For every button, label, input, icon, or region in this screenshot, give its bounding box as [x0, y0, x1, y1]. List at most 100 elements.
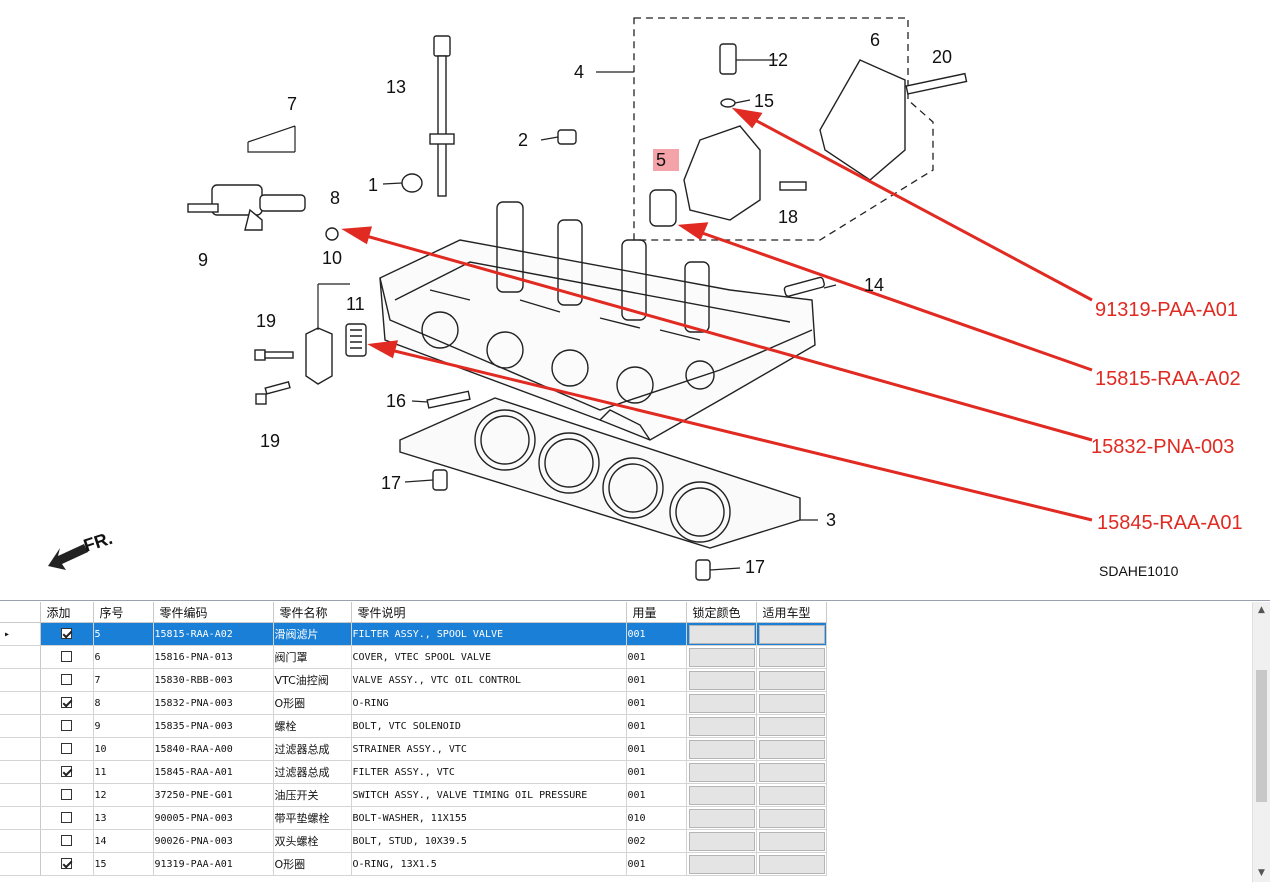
callout-17b[interactable]: 17	[745, 557, 765, 577]
lock-color-button[interactable]	[688, 739, 755, 759]
lock-color-button[interactable]	[688, 785, 755, 805]
seq-cell[interactable]: 8	[93, 691, 154, 715]
part-description-cell[interactable]: BOLT-WASHER, 11X155	[351, 806, 627, 830]
lock-color-button[interactable]	[688, 693, 755, 713]
column-header-part-description[interactable]: 零件说明	[351, 602, 627, 623]
seq-cell[interactable]: 15	[93, 852, 154, 876]
add-checkbox[interactable]	[60, 674, 72, 686]
applicable-model-button[interactable]	[758, 854, 825, 874]
part-name-cell[interactable]: 油压开关	[273, 783, 352, 807]
seq-cell[interactable]: 11	[93, 760, 154, 784]
part-code-cell[interactable]: 15845-RAA-A01	[153, 760, 274, 784]
applicable-model-button[interactable]	[758, 624, 825, 644]
quantity-cell[interactable]: 001	[626, 760, 687, 784]
quantity-cell[interactable]: 010	[626, 806, 687, 830]
column-header-lock-color[interactable]: 锁定颜色	[686, 602, 757, 623]
callout-9[interactable]: 9	[198, 250, 208, 270]
column-header-seq[interactable]: 序号	[93, 602, 154, 623]
part-name-cell[interactable]: 带平垫螺栓	[273, 806, 352, 830]
callout-13[interactable]: 13	[386, 77, 406, 97]
column-header-part-name[interactable]: 零件名称	[273, 602, 352, 623]
add-checkbox[interactable]	[60, 651, 72, 663]
lock-color-button[interactable]	[688, 670, 755, 690]
add-checkbox[interactable]	[60, 858, 72, 870]
part-description-cell[interactable]: BOLT, VTC SOLENOID	[351, 714, 627, 738]
part-code-cell[interactable]: 15816-PNA-013	[153, 645, 274, 669]
callout-3[interactable]: 3	[826, 510, 836, 530]
part-name-cell[interactable]: 过滤器总成	[273, 760, 352, 784]
applicable-model-button[interactable]	[758, 808, 825, 828]
part-code-cell[interactable]: 90026-PNA-003	[153, 829, 274, 853]
add-checkbox[interactable]	[60, 789, 72, 801]
lock-color-button[interactable]	[688, 647, 755, 667]
quantity-cell[interactable]: 001	[626, 622, 687, 646]
callout-8[interactable]: 8	[330, 188, 340, 208]
quantity-cell[interactable]: 001	[626, 737, 687, 761]
add-checkbox[interactable]	[60, 720, 72, 732]
callout-19a[interactable]: 19	[256, 311, 276, 331]
quantity-cell[interactable]: 002	[626, 829, 687, 853]
lock-color-button[interactable]	[688, 831, 755, 851]
part-name-cell[interactable]: 滑阀滤片	[273, 622, 352, 646]
part-code-cell[interactable]: 90005-PNA-003	[153, 806, 274, 830]
part-description-cell[interactable]: STRAINER ASSY., VTC	[351, 737, 627, 761]
part-name-cell[interactable]: O形圈	[273, 691, 352, 715]
callout-7[interactable]: 7	[287, 94, 297, 114]
scrollbar-thumb[interactable]	[1256, 670, 1267, 802]
part-code-cell[interactable]: 15840-RAA-A00	[153, 737, 274, 761]
callout-15[interactable]: 15	[754, 91, 774, 111]
add-checkbox[interactable]	[60, 766, 72, 778]
part-description-cell[interactable]: SWITCH ASSY., VALVE TIMING OIL PRESSURE	[351, 783, 627, 807]
seq-cell[interactable]: 12	[93, 783, 154, 807]
quantity-cell[interactable]: 001	[626, 691, 687, 715]
lock-color-button[interactable]	[688, 808, 755, 828]
callout-14[interactable]: 14	[864, 275, 884, 295]
column-header-add[interactable]: 添加	[40, 602, 94, 623]
callout-11[interactable]: 11	[346, 294, 365, 314]
part-code-cell[interactable]: 91319-PAA-A01	[153, 852, 274, 876]
part-name-cell[interactable]: 阀门罩	[273, 645, 352, 669]
callout-1[interactable]: 1	[368, 175, 378, 195]
callout-5[interactable]: 5	[656, 150, 666, 170]
callout-20[interactable]: 20	[932, 47, 952, 67]
callout-4[interactable]: 4	[574, 62, 584, 82]
quantity-cell[interactable]: 001	[626, 852, 687, 876]
column-header-quantity[interactable]: 用量	[626, 602, 687, 623]
part-description-cell[interactable]: BOLT, STUD, 10X39.5	[351, 829, 627, 853]
applicable-model-button[interactable]	[758, 785, 825, 805]
callout-12[interactable]: 12	[768, 50, 788, 70]
applicable-model-button[interactable]	[758, 647, 825, 667]
seq-cell[interactable]: 7	[93, 668, 154, 692]
quantity-cell[interactable]: 001	[626, 645, 687, 669]
part-code-cell[interactable]: 15815-RAA-A02	[153, 622, 274, 646]
seq-cell[interactable]: 13	[93, 806, 154, 830]
part-description-cell[interactable]: FILTER ASSY., VTC	[351, 760, 627, 784]
quantity-cell[interactable]: 001	[626, 714, 687, 738]
vertical-scrollbar[interactable]: ▲ ▼	[1252, 602, 1270, 882]
callout-17a[interactable]: 17	[381, 473, 401, 493]
part-name-cell[interactable]: VTC油控阀	[273, 668, 352, 692]
applicable-model-button[interactable]	[758, 831, 825, 851]
add-checkbox[interactable]	[60, 835, 72, 847]
part-code-cell[interactable]: 15832-PNA-003	[153, 691, 274, 715]
part-name-cell[interactable]: 过滤器总成	[273, 737, 352, 761]
add-checkbox[interactable]	[60, 697, 72, 709]
lock-color-button[interactable]	[688, 716, 755, 736]
applicable-model-button[interactable]	[758, 693, 825, 713]
part-name-cell[interactable]: 螺栓	[273, 714, 352, 738]
part-code-cell[interactable]: 37250-PNE-G01	[153, 783, 274, 807]
seq-cell[interactable]: 6	[93, 645, 154, 669]
seq-cell[interactable]: 14	[93, 829, 154, 853]
part-description-cell[interactable]: FILTER ASSY., SPOOL VALVE	[351, 622, 627, 646]
callout-18[interactable]: 18	[778, 207, 798, 227]
lock-color-button[interactable]	[688, 854, 755, 874]
